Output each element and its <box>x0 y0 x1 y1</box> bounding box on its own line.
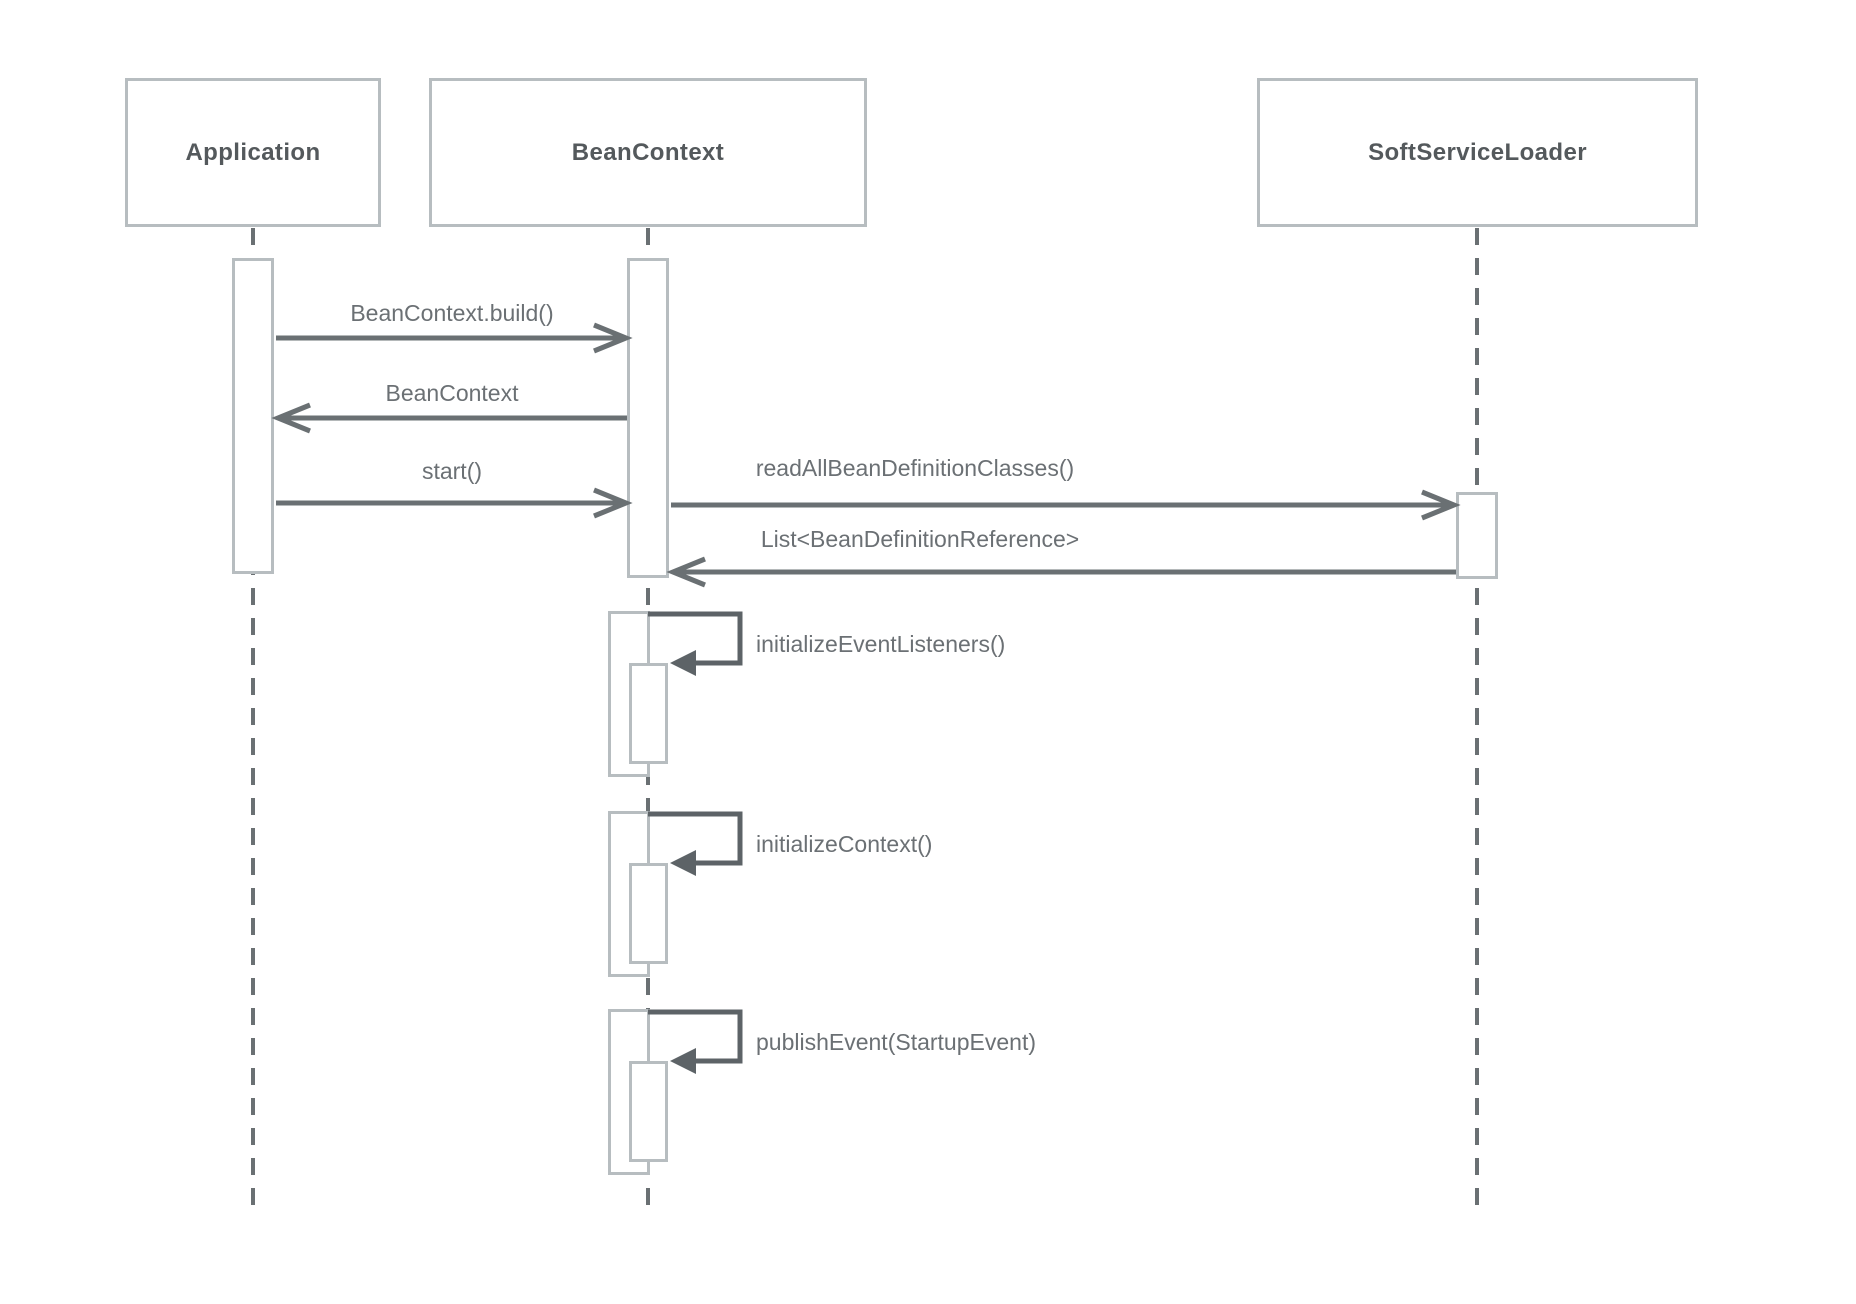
participant-beancontext: BeanContext <box>429 78 867 227</box>
message-label-start: start() <box>421 458 483 484</box>
message-arrow-readall <box>671 489 1461 521</box>
participant-application: Application <box>125 78 381 227</box>
self-loop-initialize-context <box>648 811 743 876</box>
message-label-init-event-listeners: initializeEventListeners() <box>756 631 1006 657</box>
message-label-init-context: initializeContext() <box>756 831 933 857</box>
self-activation-inner-1 <box>629 663 668 764</box>
activation-bar-application <box>232 258 274 574</box>
activation-bar-beancontext <box>627 258 669 578</box>
message-label-return: BeanContext <box>385 380 519 406</box>
message-label-list-return: List<BeanDefinitionReference> <box>760 526 1080 552</box>
participant-softserviceloader: SoftServiceLoader <box>1257 78 1698 227</box>
activation-bar-softserviceloader <box>1456 492 1498 579</box>
participant-beancontext-label: BeanContext <box>571 138 725 166</box>
message-arrow-return-beancontext <box>271 402 627 434</box>
self-loop-initialize-event-listeners <box>648 611 743 676</box>
message-label-build: BeanContext.build() <box>350 300 554 326</box>
self-loop-publish-event <box>648 1009 743 1074</box>
message-arrow-list-return <box>666 556 1456 588</box>
message-arrow-build <box>276 322 633 354</box>
message-arrow-start <box>276 487 633 519</box>
message-label-publish-event: publishEvent(StartupEvent) <box>756 1029 1036 1055</box>
self-activation-inner-3 <box>629 1061 668 1162</box>
participant-application-label: Application <box>185 138 321 166</box>
participant-softserviceloader-label: SoftServiceLoader <box>1368 138 1587 166</box>
self-activation-inner-2 <box>629 863 668 964</box>
message-label-readall: readAllBeanDefinitionClasses() <box>755 455 1075 481</box>
